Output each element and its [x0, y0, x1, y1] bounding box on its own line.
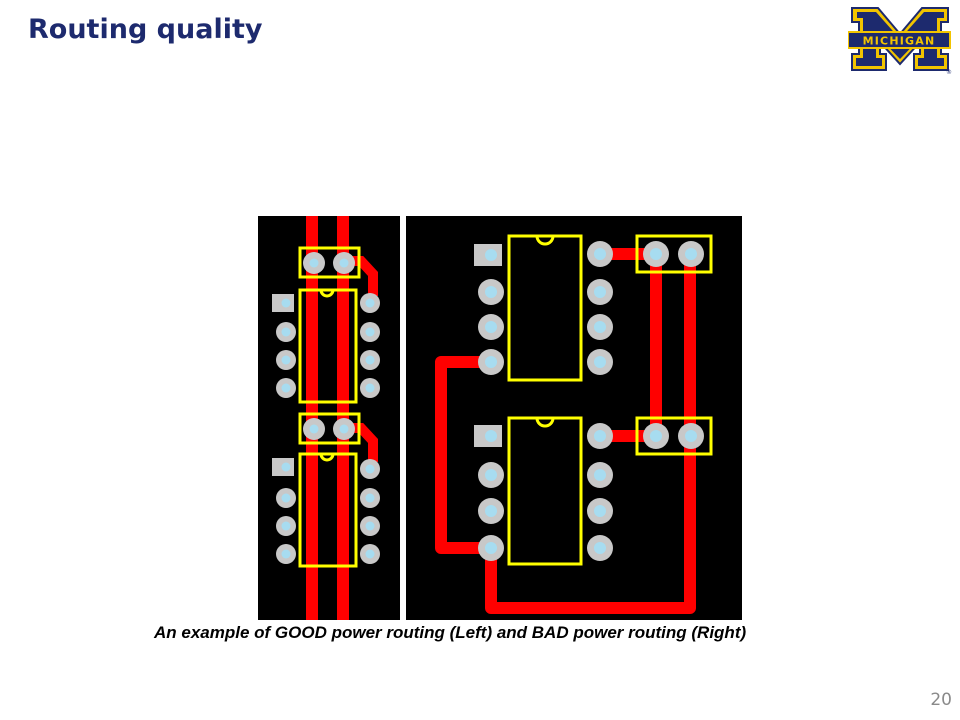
- logo-wordmark: MICHIGAN: [863, 35, 936, 48]
- good-routing-board: [258, 216, 400, 620]
- michigan-logo: MICHIGAN ®: [848, 7, 952, 76]
- slide-title: Routing quality: [28, 14, 263, 45]
- bad-routing-board: [406, 216, 742, 620]
- figure-caption: An example of GOOD power routing (Left) …: [154, 623, 747, 642]
- pcb-routing-figure: [258, 216, 742, 620]
- svg-text:®: ®: [946, 69, 952, 76]
- page-number: 20: [930, 690, 952, 710]
